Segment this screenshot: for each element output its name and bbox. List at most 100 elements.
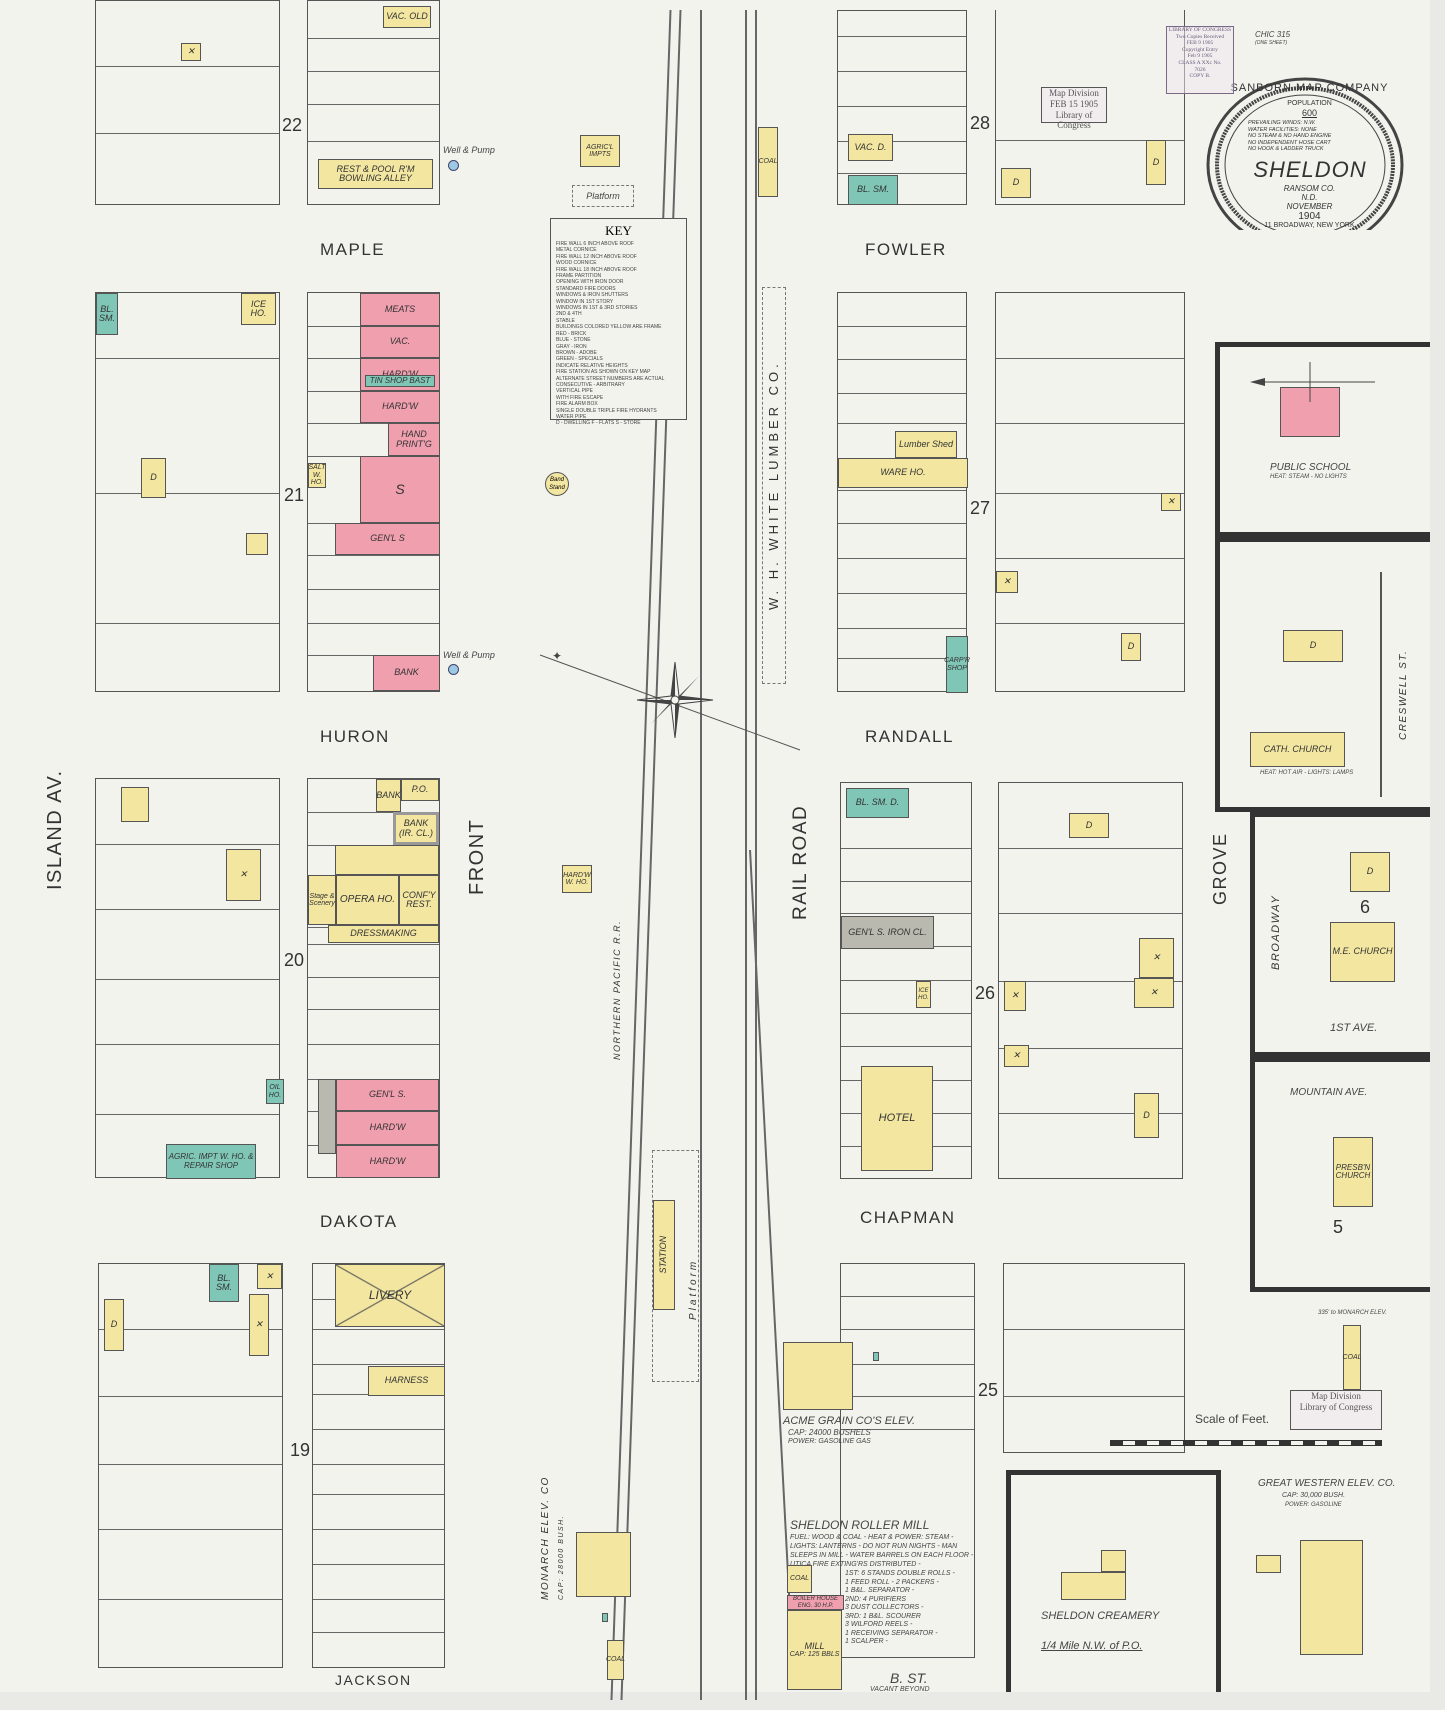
cartouche-state: N.D. [1301, 193, 1318, 202]
railroad-label: NORTHERN PACIFIC R.R. [612, 919, 622, 1060]
list-item: FEB 15 1905 [1049, 98, 1098, 109]
dwelling: D [1121, 633, 1141, 661]
street-b-st: B. ST. [890, 1670, 928, 1686]
building-hardw-warehouse: HARD'W W. HO. [562, 865, 592, 893]
building-store: S [360, 456, 440, 523]
building-vac-old: VAC. OLD [383, 6, 431, 28]
street-line [1380, 572, 1382, 797]
building-oil-ho: OIL HO. [266, 1079, 284, 1104]
building-carpenter-shop: CARP'R SHOP [944, 636, 970, 693]
list-item: FIRE STATION AS SHOWN ON KEY MAP [556, 369, 651, 376]
block-number: 25 [978, 1380, 999, 1400]
list-item: COPY B. [1189, 73, 1211, 80]
building-engine-house [1256, 1555, 1281, 1573]
block-number: 22 [282, 115, 303, 135]
building-confectionery: CONF'Y REST. [399, 875, 439, 925]
block-19-east: LIVERY HARNESS [312, 1263, 445, 1668]
cartouche-town: SHELDON [1253, 157, 1367, 182]
dwelling: D [1134, 1093, 1159, 1138]
street-rail-road: RAIL ROAD [790, 804, 811, 920]
well-pump-icon [448, 664, 459, 675]
building-acme-elevator [783, 1342, 853, 1410]
street-dakota: DAKOTA [320, 1212, 398, 1231]
distance-note: 335' to MONARCH ELEV. [1318, 1310, 1387, 1316]
building-coal: COAL [606, 1640, 625, 1680]
great-western-power: POWER: GASOLINE [1285, 1502, 1342, 1508]
stable-building: ✕ [249, 1294, 269, 1356]
band-stand: Band Stand [545, 472, 569, 496]
list-item: LIBRARY OF CONGRESS [1168, 27, 1232, 33]
rail-track [700, 10, 702, 1700]
rail-track [745, 10, 747, 1700]
list-item: VERTICAL PIPE [556, 388, 593, 395]
street-huron: HURON [320, 727, 390, 746]
stable-building: ✕ [226, 849, 261, 901]
street-randall: RANDALL [865, 727, 954, 746]
building-frame [335, 845, 439, 875]
list-item: FIRE WALL 18 INCH ABOVE ROOF [556, 266, 637, 273]
dwelling: D [104, 1299, 124, 1351]
building-station: STATION [653, 1200, 675, 1310]
building-bl-sm-dwelling: BL. SM. D. [846, 788, 909, 818]
cartouche-company: SANBORN MAP COMPANY [1230, 82, 1389, 94]
list-item: STANDARD FIRE DOORS [556, 285, 616, 292]
rail-track [755, 10, 757, 1700]
list-item: PREVAILING WINDS: N.W. [1248, 120, 1316, 126]
inset-creamery: SHELDON CREAMERY 1/4 Mile N.W. of P.O. [1006, 1470, 1221, 1692]
stable-building: ✕ [1004, 981, 1026, 1011]
list-item: WINDOWS & IRON SHUTTERS [556, 292, 629, 299]
well-pump-icon [448, 160, 459, 171]
dwelling: D [141, 458, 166, 498]
list-item: Copyright Entry [1182, 46, 1218, 53]
roller-mill-title: SHELDON ROLLER MILL [790, 1518, 930, 1532]
stable-building: ✕ [996, 571, 1018, 593]
inset-block-6: D M.E. CHURCH 6 1ST AVE. [1250, 812, 1430, 1057]
block-27-west: Lumber Shed WARE HO. CARP'R SHOP [837, 292, 970, 693]
list-item: NO INDEPENDENT HOSE CART [1248, 139, 1331, 146]
list-item: NO STEAM & NO HAND ENGINE [1248, 133, 1332, 139]
list-item: 3RD: 1 B&L. SCOURER [845, 1612, 921, 1620]
building-hardware-2: HARD'W [336, 1145, 439, 1178]
building-vac-dwelling: VAC. D. [848, 134, 893, 161]
acme-capacity: CAP: 24000 BUSHELS [788, 1428, 871, 1437]
street-front: FRONT [466, 818, 488, 895]
key-title: KEY [605, 223, 632, 238]
svg-text:✦: ✦ [552, 649, 562, 663]
lumber-yard [762, 287, 786, 684]
school-note: HEAT: STEAM - NO LIGHTS [1270, 474, 1347, 480]
well-pump-label: Well & Pump [443, 650, 495, 660]
north-arrow-icon [1250, 362, 1375, 402]
building-coal: COAL [758, 127, 778, 197]
cartouche-month: NOVEMBER [1286, 202, 1333, 211]
block-21-east: MEATS VAC. HARD'W TIN SHOP BAST HARD'W H… [307, 292, 440, 692]
inset-public-school: PUBLIC SCHOOL HEAT: STEAM - NO LIGHTS [1215, 342, 1430, 537]
monarch-label: MONARCH ELEV. CO [540, 1476, 551, 1600]
building-presb-church: PRESB'N CHURCH [1333, 1137, 1373, 1207]
acme-power: POWER: GASOLINE GAS [788, 1438, 871, 1445]
list-item: STABLE [556, 317, 575, 324]
stable-building: ✕ [1134, 978, 1174, 1008]
inset-block-5: MOUNTAIN AVE. PRESB'N CHURCH 5 [1250, 1057, 1430, 1292]
building-bank-iron-clad: BANK (IR. CL.) [393, 812, 439, 845]
street-jackson: JACKSON [335, 1672, 412, 1688]
building-harness: HARNESS [368, 1366, 445, 1396]
acme-label: ACME GRAIN CO'S ELEV. [783, 1415, 916, 1427]
list-item: ALTERNATE STREET NUMBERS ARE ACTUAL [556, 375, 665, 382]
list-item: FIRE ALARM BOX [556, 401, 598, 408]
list-item: FIRE WALL 12 INCH ABOVE ROOF [556, 253, 637, 260]
dwelling [246, 533, 268, 555]
stable-building: ✕ [257, 1264, 282, 1289]
block-number: 5 [1333, 1217, 1344, 1237]
sanborn-map-sheet: NORTHERN PACIFIC R.R. W. H. WHITE LUMBER… [44, 0, 1430, 1700]
platform-outline [652, 1150, 699, 1382]
list-item: CLASS A XXc No. [1178, 59, 1222, 66]
building-general-store-iron-clad: GEN'L S. IRON CL. [841, 916, 934, 949]
building-bl-sm: BL. SM. [848, 175, 898, 205]
creamery-location: 1/4 Mile N.W. of P.O. [1041, 1640, 1143, 1652]
list-item: METAL CORNICE [556, 247, 597, 254]
building-hotel: HOTEL [861, 1066, 933, 1171]
